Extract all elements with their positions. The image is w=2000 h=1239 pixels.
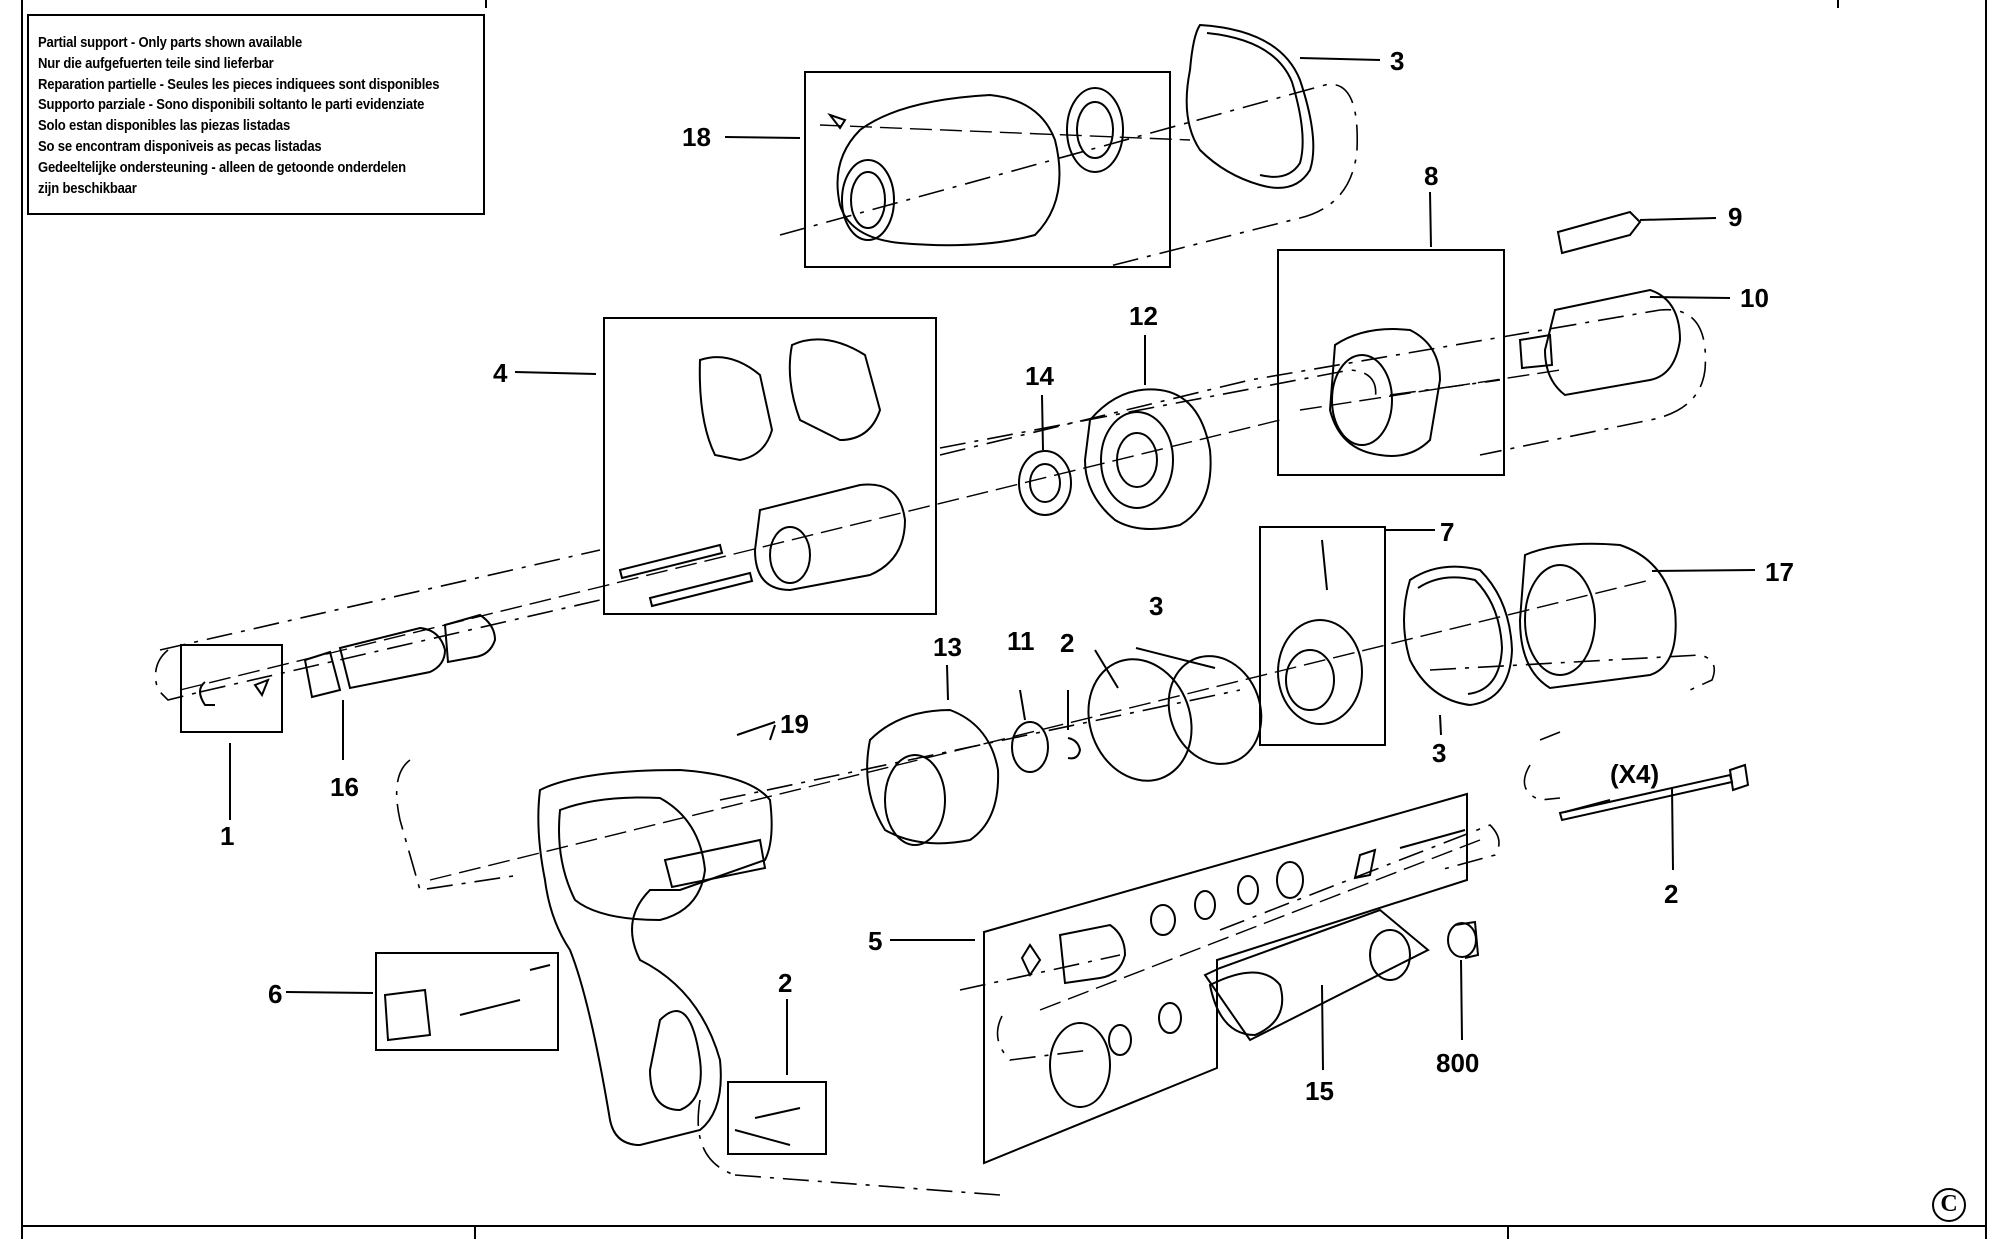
notice-line: Gedeeltelijke ondersteuning - alleen de …: [38, 159, 406, 176]
boxed-group-8-cylinder: [1277, 249, 1505, 476]
callout-7: 7: [1440, 517, 1454, 547]
sheet-frame: [21, 0, 1987, 1239]
callout-16: 16: [330, 772, 359, 802]
boxed-group-18-hammer-housing: [804, 71, 1171, 268]
callout-12: 12: [1129, 301, 1158, 331]
front-plate-12: [1083, 388, 1212, 530]
callout-13: 13: [933, 632, 962, 662]
callout-6: 6: [268, 979, 282, 1009]
callout-15: 15: [1305, 1076, 1334, 1106]
boxed-group-1-retainer: [180, 644, 283, 733]
gasket-3-top: [1185, 23, 1315, 189]
housing-17: [1518, 542, 1677, 690]
callout-3: 3: [1390, 46, 1404, 76]
anvil-16: [303, 613, 497, 699]
callout-11: 11: [1007, 626, 1035, 656]
leader-lines: [229, 57, 1756, 1075]
copyright-mark: C: [1932, 1188, 1966, 1222]
callout-8: 8: [1424, 161, 1438, 191]
notice-line: Reparation partielle - Seules les pieces…: [38, 76, 440, 93]
callout-x4: (X4): [1610, 759, 1659, 789]
gun-body-19: [537, 768, 773, 1147]
callout-10: 10: [1740, 283, 1769, 313]
callout-5: 5: [868, 926, 882, 956]
tie-bolt-2-x4: [1558, 763, 1750, 822]
notice-line: Solo estan disponibles las piezas listad…: [38, 118, 291, 135]
callout-1: 1: [220, 821, 234, 851]
boxed-group-6-trigger: [375, 952, 559, 1051]
callout-9: 9: [1728, 202, 1742, 232]
notice-line: Supporto parziale - Sono disponibili sol…: [38, 97, 425, 114]
callout-17: 17: [1765, 557, 1794, 587]
callout-2: 2: [778, 968, 792, 998]
notice-line: So se encontram disponiveis as pecas lis…: [38, 138, 322, 155]
gasket-3-mid: [1403, 565, 1514, 707]
axis-lines: [179, 124, 1651, 1011]
o-rings-3: [1087, 655, 1263, 782]
rotor-10: [1518, 288, 1682, 397]
callout-3: 3: [1149, 591, 1163, 621]
notice-line: Nur die aufgefuerten teile sind lieferba…: [38, 55, 274, 72]
blade-9: [1556, 210, 1642, 255]
callout-2: 2: [1664, 879, 1678, 909]
parts-13-11-2-mid: [866, 708, 1082, 846]
notice-line: Partial support - Only parts shown avail…: [38, 35, 303, 51]
callout-19: 19: [780, 709, 809, 739]
boxed-group-15-regulator: [1203, 908, 1430, 1042]
plug-800: [1447, 920, 1480, 959]
boxed-group-2-pins: [727, 1081, 827, 1155]
callout-18: 18: [682, 122, 711, 152]
partial-support-notice: Partial support - Only parts shown avail…: [27, 14, 485, 215]
assembly-outlines: [154, 83, 1716, 1196]
callout-14: 14: [1025, 361, 1054, 391]
callout-3: 3: [1432, 738, 1446, 768]
boxed-group-4-cams: [603, 317, 937, 615]
bearing-14: [1018, 450, 1072, 516]
boxed-group-5-valve: [983, 792, 1468, 1165]
callout-2: 2: [1060, 628, 1074, 658]
callout-labels: 18 3 8 9 10 4 12 14 7 17 3 13 11 2 19 16…: [220, 46, 1794, 1106]
notice-line: zijn beschikbaar: [38, 180, 137, 197]
boxed-group-7-end-plate: [1259, 526, 1386, 746]
callout-4: 4: [493, 358, 508, 388]
callout-800: 800: [1436, 1048, 1479, 1078]
